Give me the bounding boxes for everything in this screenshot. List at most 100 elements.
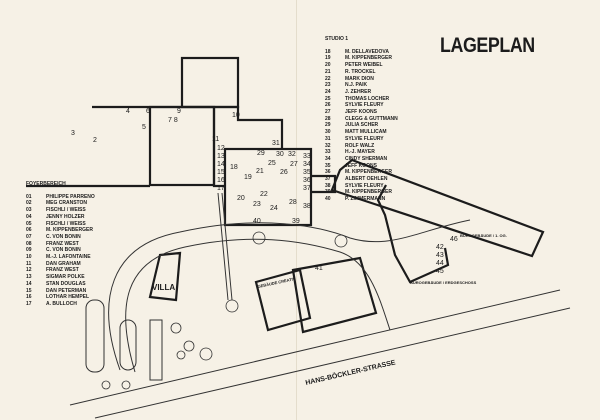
artist-name: DAN GRAHAM [46, 260, 81, 267]
artist-name: PETER WEIBEL [345, 62, 383, 69]
legend-number: 07 [26, 233, 32, 240]
artist-name: N.J. PAIK [345, 82, 368, 89]
location-number: 6 [146, 108, 150, 115]
legend-number: 30 [325, 129, 331, 136]
street-edge [69, 289, 561, 406]
location-number: 21 [256, 168, 264, 175]
legend-entry: 12 FRANZ WEST [26, 267, 95, 274]
legend-number: 34 [325, 155, 331, 162]
location-number: 44 [436, 260, 444, 267]
legend-number: 39 [325, 189, 331, 196]
legend-number: 24 [325, 88, 331, 95]
location-number: 46 [450, 236, 458, 243]
location-number: 43 [436, 252, 444, 259]
legend-entry: 18 M. DELLAVEDOVA [325, 49, 398, 56]
legend-number: 08 [26, 240, 32, 247]
legend-number: 40 [325, 196, 331, 203]
tree-icon [252, 231, 266, 245]
artist-name: FRANZ WEST [46, 267, 79, 274]
tree-icon [334, 234, 348, 248]
legend-number: 11 [26, 260, 32, 267]
location-number: 30 [276, 151, 284, 158]
location-number: 26 [280, 169, 288, 176]
location-number: 34 [303, 161, 311, 168]
artist-name: MATT MULLICAM [345, 129, 387, 136]
location-number: 12 [217, 145, 225, 152]
location-number: 5 [142, 124, 146, 131]
artist-name: M.-J. LAFONTAINE [46, 254, 91, 261]
legend-entry: 30 MATT MULLICAM [325, 129, 398, 136]
location-number: 23 [253, 201, 261, 208]
artist-name: P. ZIMMERMANN [345, 196, 386, 203]
legend-number: 10 [26, 254, 32, 261]
building-studio-1 [223, 147, 313, 227]
artist-name: SYLVIE FLEURY [345, 102, 384, 109]
legend-number: 21 [325, 68, 331, 75]
legend-number: 36 [325, 169, 331, 176]
path-line [217, 192, 229, 301]
location-number: 33 [303, 153, 311, 160]
location-number: 40 [253, 218, 261, 225]
artist-name: M. DELLAVEDOVA [345, 48, 389, 55]
location-number: 32 [288, 151, 296, 158]
legend-number: 15 [26, 287, 32, 294]
artist-name: C. VON BONIN [46, 233, 81, 240]
foyer-heading: FOYERBEREICH [26, 181, 66, 187]
legend-number: 25 [325, 95, 331, 102]
tree-icon [170, 322, 182, 334]
path-line [221, 192, 233, 301]
artist-name: THOMAS LOCHER [345, 95, 390, 102]
villa-label: VILLA [152, 283, 175, 292]
tree-icon [199, 347, 213, 361]
artist-name: JENNY HOLZER [46, 213, 85, 220]
location-number: 22 [260, 191, 268, 198]
location-number: 24 [270, 205, 278, 212]
legend-entry: 11 DAN GRAHAM [26, 261, 95, 268]
paper-fold [296, 0, 297, 420]
artist-name: FISCHLI / WEISS [46, 220, 86, 227]
artist-name: SIGMAR POLKE [46, 274, 85, 281]
legend-number: 12 [26, 267, 32, 274]
location-number: 45 [436, 268, 444, 275]
parking [149, 319, 163, 381]
parking [119, 319, 137, 371]
building-foyer [148, 105, 216, 187]
location-number: 35 [303, 169, 311, 176]
wall-line [376, 184, 450, 284]
legend-number: 18 [325, 48, 331, 55]
location-number: 36 [303, 177, 311, 184]
building-creativ-2 [291, 256, 378, 334]
artist-name: FISCHLI / WEISS [46, 207, 86, 214]
location-number: 17 [217, 185, 225, 192]
legend-number: 32 [325, 142, 331, 149]
location-number: 16 [217, 177, 225, 184]
location-number: 31 [272, 140, 280, 147]
legend-number: 27 [325, 109, 331, 116]
legend-number: 02 [26, 200, 32, 207]
legend-number: 19 [325, 55, 331, 62]
location-number: 10 [232, 112, 240, 119]
legend-number: 01 [26, 193, 32, 200]
legend-number: 31 [325, 135, 331, 142]
street-edge [94, 307, 571, 419]
artist-name: CLEGG & GUTTMANN [345, 115, 398, 122]
